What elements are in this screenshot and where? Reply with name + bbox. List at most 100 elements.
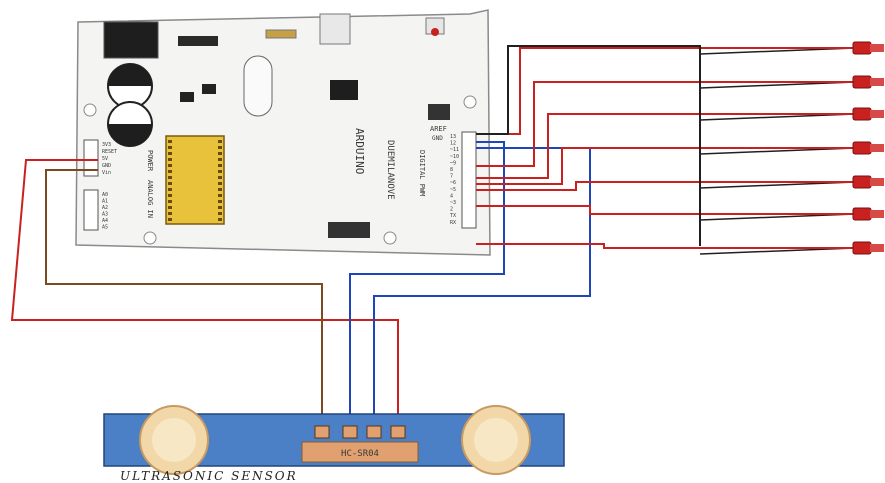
output-terminal (852, 141, 872, 155)
mounting-hole-2 (463, 95, 477, 109)
analog-pin-label: A5 (102, 225, 108, 231)
power-pin-label: Vin (102, 170, 111, 176)
power-label: POWER (146, 150, 154, 172)
power-pin-label: RESET (102, 149, 117, 155)
crystal (265, 29, 297, 39)
aref-label: AREF (430, 125, 447, 133)
ic-pin (218, 158, 222, 161)
ic-pin (218, 152, 222, 155)
ic-pin (218, 140, 222, 143)
usb-connector (319, 13, 351, 45)
power-jack (103, 21, 159, 59)
wire-gnd-bus (476, 45, 701, 246)
ic-pin (218, 206, 222, 209)
output-signal-wire (476, 113, 855, 179)
ic-pin (218, 218, 222, 221)
ic-pin (218, 170, 222, 173)
output-terminal-tip (870, 110, 884, 118)
digital-pin-label: ~10 (450, 154, 459, 160)
capacitor-2-mark (108, 124, 152, 146)
ic-pin (168, 146, 172, 149)
digital-pin-label: ~9 (450, 160, 456, 166)
ic-pin (218, 164, 222, 167)
output-signal-wire (476, 205, 855, 215)
sensor-receiver-inner (474, 418, 518, 462)
oscillator (243, 55, 273, 117)
digital-pin-label: ~6 (450, 180, 456, 186)
chip-small (330, 80, 358, 100)
output-signal-wire (476, 147, 855, 185)
output-terminal (852, 241, 872, 255)
gnd-label: GND (432, 135, 443, 142)
ic-pin (168, 140, 172, 143)
wire-trig (349, 141, 505, 428)
wire-echo (373, 147, 591, 428)
model-label: DUEMILANOVE (385, 140, 395, 200)
mounting-hole-4 (383, 231, 397, 245)
digital-pin-label: TX (450, 213, 456, 219)
output-terminal-tip (870, 178, 884, 186)
output-signal-wire (476, 243, 855, 249)
power-pin-label: 5V (102, 156, 108, 162)
sensor-label: ULTRASONIC SENSOR (120, 469, 298, 483)
sensor-pins (314, 425, 406, 439)
smd-part-2 (202, 84, 216, 94)
digital-pin-label: 13 (450, 134, 456, 140)
digital-pin-label: ~11 (450, 147, 459, 153)
icsp-header-top (428, 104, 450, 120)
ic-pin (168, 158, 172, 161)
sensor-chip-label: HC-SR04 (341, 449, 379, 459)
power-pin-label: 3V3 (102, 142, 111, 148)
wire-vcc (10, 159, 399, 428)
wire-gnd (45, 169, 323, 428)
digital-pin-label: 7 (450, 174, 453, 180)
output-signal-wire (476, 47, 855, 135)
output-wires (476, 47, 856, 255)
analog-label: ANALOG IN (146, 180, 154, 218)
analog-pin-label: A1 (102, 199, 108, 205)
ic-pin (218, 194, 222, 197)
ic-pin (218, 176, 222, 179)
output-terminal-tip (870, 144, 884, 152)
digital-header (461, 131, 477, 229)
output-terminal (852, 207, 872, 221)
ic-pin (218, 182, 222, 185)
ic-pin (218, 212, 222, 215)
output-terminal (852, 107, 872, 121)
ic-pin (218, 188, 222, 191)
output-terminal (852, 75, 872, 89)
sensor-chip (301, 441, 419, 463)
analog-pin-label: A0 (102, 192, 108, 198)
ic-pin (168, 164, 172, 167)
reset-button-dot (431, 28, 439, 36)
ic-pin (218, 146, 222, 149)
ultrasonic-sensor: HC-SR04 ULTRASONIC SENSOR (103, 405, 565, 483)
digital-pin-label: 4 (450, 193, 453, 199)
mounting-hole-3 (143, 231, 157, 245)
capacitor-1-mark (108, 64, 152, 86)
output-terminal-tip (870, 244, 884, 252)
sensor-pin (342, 425, 358, 439)
output-terminal (852, 175, 872, 189)
ic-pin (168, 200, 172, 203)
digital-label: DIGITAL PWM (418, 150, 426, 196)
ic-pin (168, 176, 172, 179)
sensor-pin (366, 425, 382, 439)
output-terminal-tip (870, 78, 884, 86)
voltage-regulator (178, 36, 218, 46)
ic-pin (168, 152, 172, 155)
digital-pin-label: ~5 (450, 187, 456, 193)
analog-header (83, 189, 99, 231)
ic-pin (168, 212, 172, 215)
ic-pin (168, 170, 172, 173)
mounting-hole-1 (83, 103, 97, 117)
digital-pin-label: 12 (450, 141, 456, 147)
output-terminal (852, 41, 872, 55)
smd-part-1 (180, 92, 194, 102)
ic-pin (218, 200, 222, 203)
ic-pin (168, 188, 172, 191)
analog-pin-label: A4 (102, 218, 108, 224)
